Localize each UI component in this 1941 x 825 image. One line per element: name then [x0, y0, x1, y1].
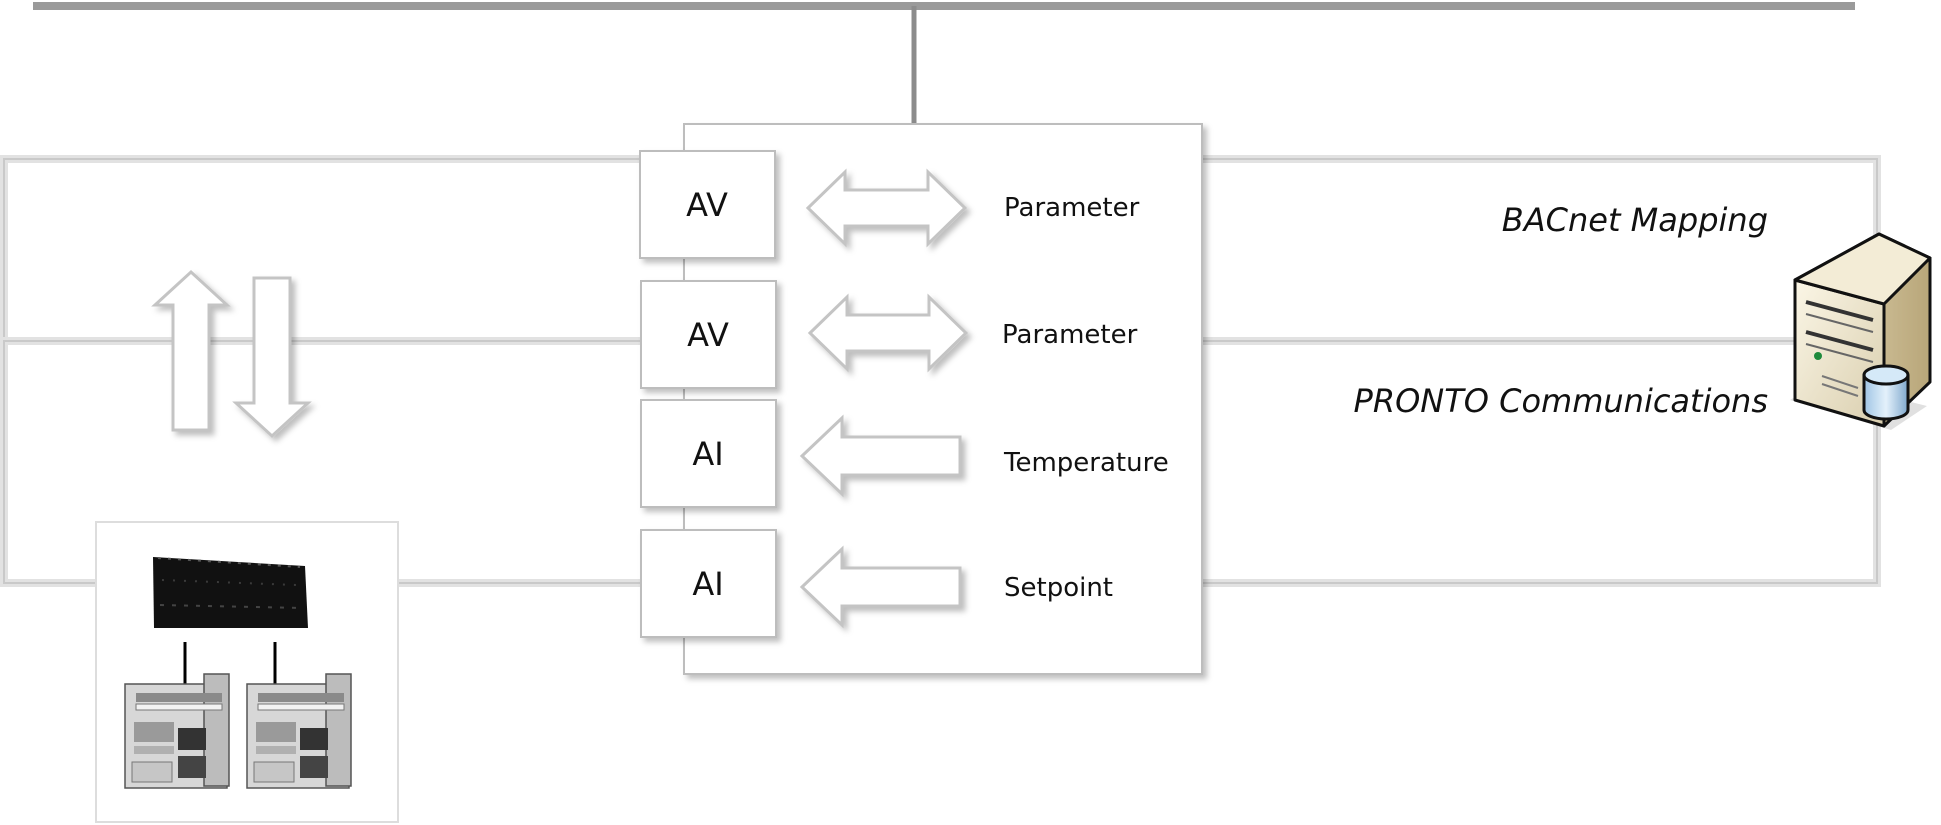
server-database-icon — [1790, 232, 1932, 430]
object-code: AV — [687, 316, 729, 354]
object-box-1: AV — [639, 150, 776, 259]
left-arrow-icon — [799, 414, 962, 498]
pronto-communications-label: PRONTO Communications — [1354, 382, 1768, 420]
up-down-exchange-arrows-icon — [151, 269, 312, 439]
pronto-communications-band — [0, 337, 1881, 587]
object-box-3: AI — [640, 399, 777, 508]
object-box-2: AV — [640, 280, 777, 389]
mapped-parameter-label: Setpoint — [1004, 573, 1113, 603]
object-code: AI — [692, 435, 723, 473]
mapped-parameter-label: Temperature — [1003, 448, 1169, 478]
left-arrow-icon — [799, 545, 962, 629]
mapped-parameter-label: Parameter — [1004, 193, 1140, 223]
bacnet-mapping-label: BACnet Mapping — [1502, 201, 1768, 239]
plc-controller-icon — [95, 521, 399, 823]
object-box-4: AI — [640, 529, 777, 638]
double-arrow-icon — [805, 168, 968, 248]
object-code: AV — [686, 186, 728, 224]
double-arrow-icon — [807, 293, 969, 373]
mapped-parameter-label: Parameter — [1002, 320, 1138, 350]
object-code: AI — [692, 565, 723, 603]
